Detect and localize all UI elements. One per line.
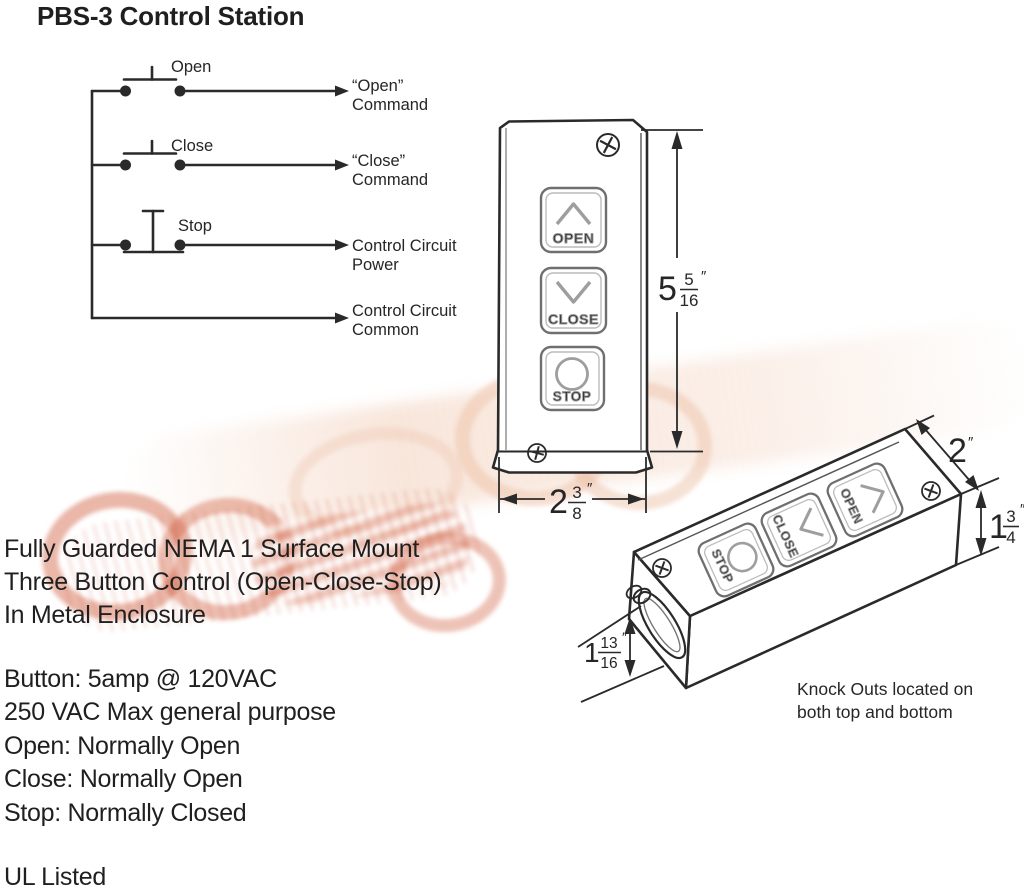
schematic-branch-stop	[90, 209, 349, 254]
screw-icon	[652, 558, 672, 578]
output-label: Control Circuit	[352, 237, 457, 255]
dim-unit: ″	[587, 480, 593, 497]
knockout	[625, 584, 687, 660]
iso-knockout-dimension: 1 13 16 ″	[577, 605, 665, 703]
dim-denominator: 4	[1006, 528, 1015, 547]
dim-whole: 2	[549, 483, 568, 521]
arrowhead	[671, 431, 683, 449]
description-block: Fully Guarded NEMA 1 Surface Mount Three…	[4, 533, 442, 632]
output-label: Power	[352, 256, 399, 274]
arrowhead	[624, 660, 636, 677]
contact-dot	[120, 159, 131, 171]
knockout-plug	[625, 584, 643, 600]
dim-unit: ″	[968, 434, 974, 451]
arrowhead	[671, 131, 683, 149]
contact-dot	[174, 159, 186, 171]
arrowhead	[335, 85, 349, 97]
iso-depth-dimension: 1 3 4 ″	[955, 490, 1024, 566]
dim-unit: ″	[622, 629, 627, 645]
open-button: OPEN	[539, 186, 608, 254]
schematic-branch-close	[90, 139, 349, 171]
dim-denominator: 8	[572, 504, 581, 523]
dim-whole: 5	[658, 270, 677, 308]
dim-unit: ″	[701, 268, 707, 285]
schematic-labels: Open Close Stop “Open” Command “Close” C…	[171, 58, 457, 339]
wiring-schematic	[90, 65, 349, 324]
description-line: Fully Guarded NEMA 1 Surface Mount	[4, 535, 419, 563]
ul-listed-label: UL Listed	[4, 863, 106, 891]
down-arrow-icon	[555, 280, 592, 304]
arrowhead	[628, 493, 644, 505]
spec-line: Open: Normally Open	[4, 731, 241, 760]
arrowhead	[975, 490, 987, 508]
up-arrow-icon	[555, 202, 592, 226]
contact-dot	[174, 85, 186, 97]
switch-label-close: Close	[171, 137, 213, 155]
page-title: PBS-3 Control Station	[37, 1, 305, 31]
output-label: Control Circuit	[352, 302, 457, 320]
dim-denominator: 16	[600, 655, 617, 672]
knockout-plug	[632, 587, 652, 605]
stop-button: STOP	[539, 345, 606, 412]
spec-line: Close: Normally Open	[4, 765, 243, 794]
output-label: Command	[352, 96, 428, 114]
contact-dot	[174, 239, 186, 251]
dim-numerator: 5	[684, 270, 693, 289]
schematic-branch-common	[90, 312, 349, 324]
dim-numerator: 3	[572, 483, 581, 502]
arrowhead	[624, 617, 636, 634]
iso-view: STOP CLOSE OPEN	[625, 427, 963, 690]
contact-dot	[120, 85, 131, 97]
screw-icon	[596, 133, 620, 157]
contact-dot	[120, 239, 131, 251]
spec-line: Stop: Normally Closed	[4, 798, 247, 827]
arrowhead	[501, 493, 517, 505]
knockouts-note: Knock Outs located on both top and botto…	[797, 679, 973, 722]
open-button-label: OPEN	[553, 230, 595, 246]
output-label: Command	[352, 171, 428, 189]
schematic-branch-open	[90, 65, 349, 97]
switch-label-stop: Stop	[178, 217, 212, 235]
output-label: Common	[352, 321, 419, 339]
dim-numerator: 13	[600, 635, 617, 652]
arrowhead	[335, 312, 349, 324]
output-label: “Close”	[352, 152, 405, 170]
specs-block: Button: 5amp @ 120VAC 250 VAC Max genera…	[4, 663, 336, 830]
dim-unit: ″	[1020, 501, 1024, 518]
dim-numerator: 3	[1006, 507, 1015, 526]
switch-label-open: Open	[171, 58, 211, 76]
spec-line: Button: 5amp @ 120VAC	[4, 665, 277, 693]
arrowhead	[335, 239, 349, 251]
description-line: In Metal Enclosure	[4, 601, 206, 629]
dim-denominator: 16	[680, 291, 699, 310]
knockouts-note-line2: both top and bottom	[797, 702, 953, 722]
front-view: OPEN CLOSE STOP	[491, 118, 654, 474]
stop-button-label: STOP	[553, 389, 592, 404]
arrowhead	[335, 159, 349, 171]
knockouts-note-line1: Knock Outs located on	[797, 679, 973, 699]
description-line: Three Button Control (Open-Close-Stop)	[4, 568, 442, 596]
spec-line: 250 VAC Max general purpose	[4, 698, 336, 727]
front-height-dimension: 5 5 16 ″	[641, 129, 707, 453]
close-button: CLOSE	[539, 266, 608, 335]
dim-whole: 2	[948, 432, 967, 470]
dim-whole: 1	[584, 637, 600, 668]
close-button-label: CLOSE	[548, 311, 599, 327]
output-label: “Open”	[352, 77, 403, 95]
